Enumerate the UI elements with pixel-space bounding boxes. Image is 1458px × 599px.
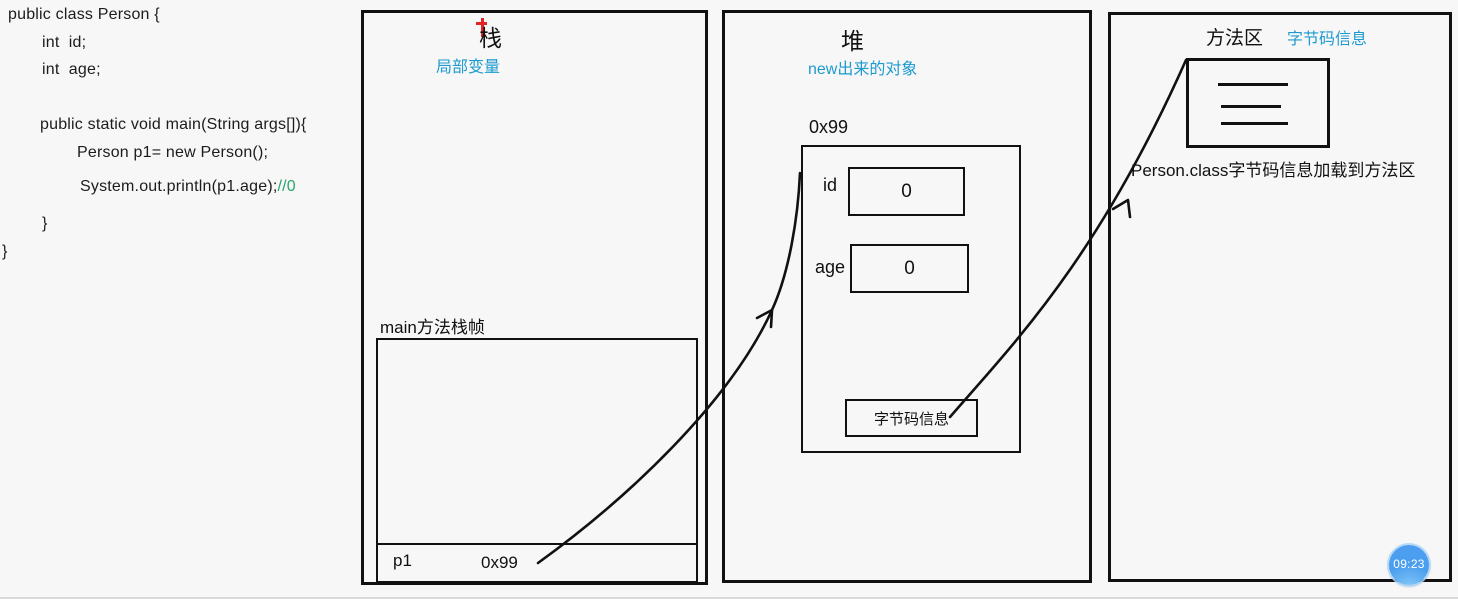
stack-frame-label: main方法栈帧 [380, 318, 485, 337]
code-line: int age; [42, 61, 101, 78]
recording-clock-bubble[interactable]: 09:23 [1389, 545, 1429, 585]
code-statement: System.out.println(p1.age); [80, 178, 278, 195]
code-comment: //0 [277, 178, 296, 195]
field-value-id: 0 [901, 180, 912, 202]
bytecode-info-chip: 字节码信息 [845, 399, 978, 437]
code-line: } [2, 243, 8, 260]
code-line: System.out.println(p1.age);//0 [80, 178, 296, 196]
bytecode-info-label: 字节码信息 [873, 410, 949, 428]
field-label-age: age [815, 257, 846, 277]
method-area-title: 方法区 [1206, 28, 1264, 49]
clock-time: 09:23 [1393, 557, 1425, 571]
method-area-box: 方法区 字节码信息 Person.class字节码信息加载到方法区 [1108, 12, 1452, 582]
stack-title: 栈 [479, 25, 502, 51]
main-stack-frame: p1 0x99 [376, 338, 698, 583]
variable-name: p1 [393, 551, 412, 570]
field-value-age: 0 [904, 257, 915, 279]
variable-row: p1 0x99 [378, 543, 696, 581]
person-object-box: id 0 age 0 字节码信息 [801, 145, 1021, 453]
method-area-subtitle: 字节码信息 [1287, 31, 1368, 48]
field-label-id: id [823, 175, 838, 195]
stack-frame-empty-space [378, 340, 696, 543]
bytecode-document-icon [1186, 58, 1330, 148]
bytecode-line-icon [1221, 105, 1281, 108]
method-area-caption: Person.class字节码信息加载到方法区 [1131, 161, 1416, 180]
text-caret-icon [476, 18, 488, 38]
stack-subtitle: 局部变量 [436, 59, 501, 76]
heap-box: 堆 new出来的对象 0x99 id 0 age 0 字节码信息 [722, 10, 1092, 583]
bytecode-line-icon [1221, 122, 1288, 125]
code-line: } [42, 215, 48, 232]
stack-box: 栈 局部变量 main方法栈帧 p1 0x99 [361, 10, 708, 585]
code-line: Person p1= new Person(); [77, 144, 269, 161]
code-line: public class Person { [8, 6, 160, 23]
code-line: int id; [42, 34, 87, 51]
heap-title: 堆 [841, 28, 864, 54]
variable-value: 0x99 [481, 553, 518, 572]
field-value-id-box: 0 [848, 167, 965, 216]
heap-subtitle: new出来的对象 [808, 61, 918, 78]
object-address: 0x99 [809, 117, 849, 137]
field-value-age-box: 0 [850, 244, 969, 293]
bytecode-line-icon [1218, 83, 1288, 86]
code-line: public static void main(String args[]){ [40, 116, 307, 133]
